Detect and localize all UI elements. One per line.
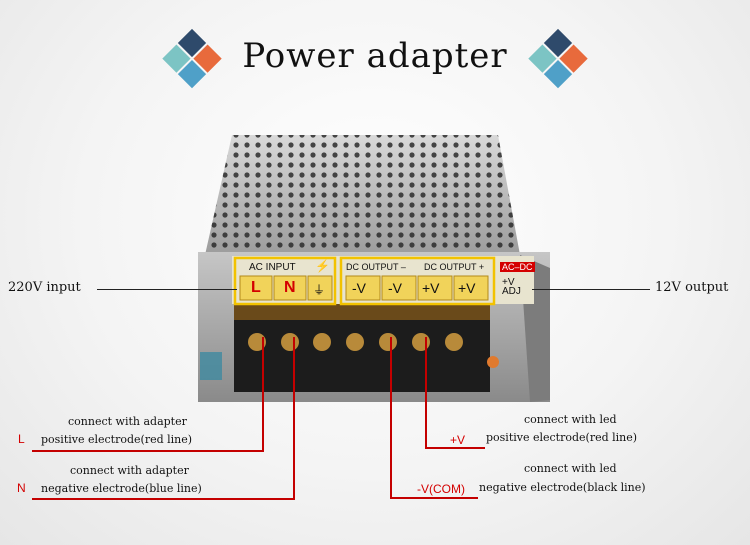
l-line1: connect with adapter	[68, 415, 187, 428]
n-line2: negative electrode(blue line)	[41, 482, 202, 495]
n-vertical-line	[293, 337, 295, 499]
input-label: 220V input	[8, 280, 81, 295]
ac-input-box	[233, 256, 337, 306]
l-marker: L	[18, 432, 25, 446]
terminal-pos-v-1: +V	[422, 280, 440, 296]
terminal-block	[234, 310, 490, 392]
dc-output-box	[339, 256, 496, 306]
v-horizontal-line	[425, 447, 485, 449]
l-line2: positive electrode(red line)	[41, 433, 193, 446]
l-vertical-line	[262, 337, 264, 451]
ac-input-label: AC INPUT	[249, 262, 296, 273]
ac-bolt-icon: ⚡	[315, 259, 330, 273]
v-vertical-line	[425, 337, 427, 449]
input-line	[97, 289, 237, 290]
dc-output-positive-label: DC OUTPUT +	[424, 262, 485, 272]
com-line2: negative electrode(black line)	[479, 481, 646, 494]
adj-label: +V ADJ	[502, 277, 521, 297]
terminal-neg-v-1: -V	[352, 280, 366, 296]
terminal-l: L	[251, 279, 261, 296]
dc-output-negative-label: DC OUTPUT –	[346, 262, 406, 272]
v-line1: connect with led	[524, 413, 617, 426]
page-title: Power adapter	[242, 36, 508, 76]
header: Power adapter	[0, 28, 750, 89]
com-horizontal-line	[390, 497, 478, 499]
v-line2: positive electrode(red line)	[486, 431, 638, 444]
l-horizontal-line	[32, 450, 264, 452]
ac-dc-badge: AC–DC	[500, 262, 535, 272]
terminal-neg-v-2: -V	[388, 280, 402, 296]
n-line1: connect with adapter	[70, 464, 189, 477]
v-marker: +V	[450, 433, 466, 447]
output-label: 12V output	[655, 280, 729, 295]
terminal-pos-v-2: +V	[458, 280, 476, 296]
com-vertical-line	[390, 337, 392, 499]
terminal-ground: ⏚	[313, 283, 326, 297]
n-horizontal-line	[32, 498, 295, 500]
n-marker: N	[17, 481, 26, 495]
com-marker: -V(COM)	[417, 482, 465, 496]
com-line1: connect with led	[524, 462, 617, 475]
output-line	[532, 289, 650, 290]
terminal-n: N	[284, 279, 296, 296]
